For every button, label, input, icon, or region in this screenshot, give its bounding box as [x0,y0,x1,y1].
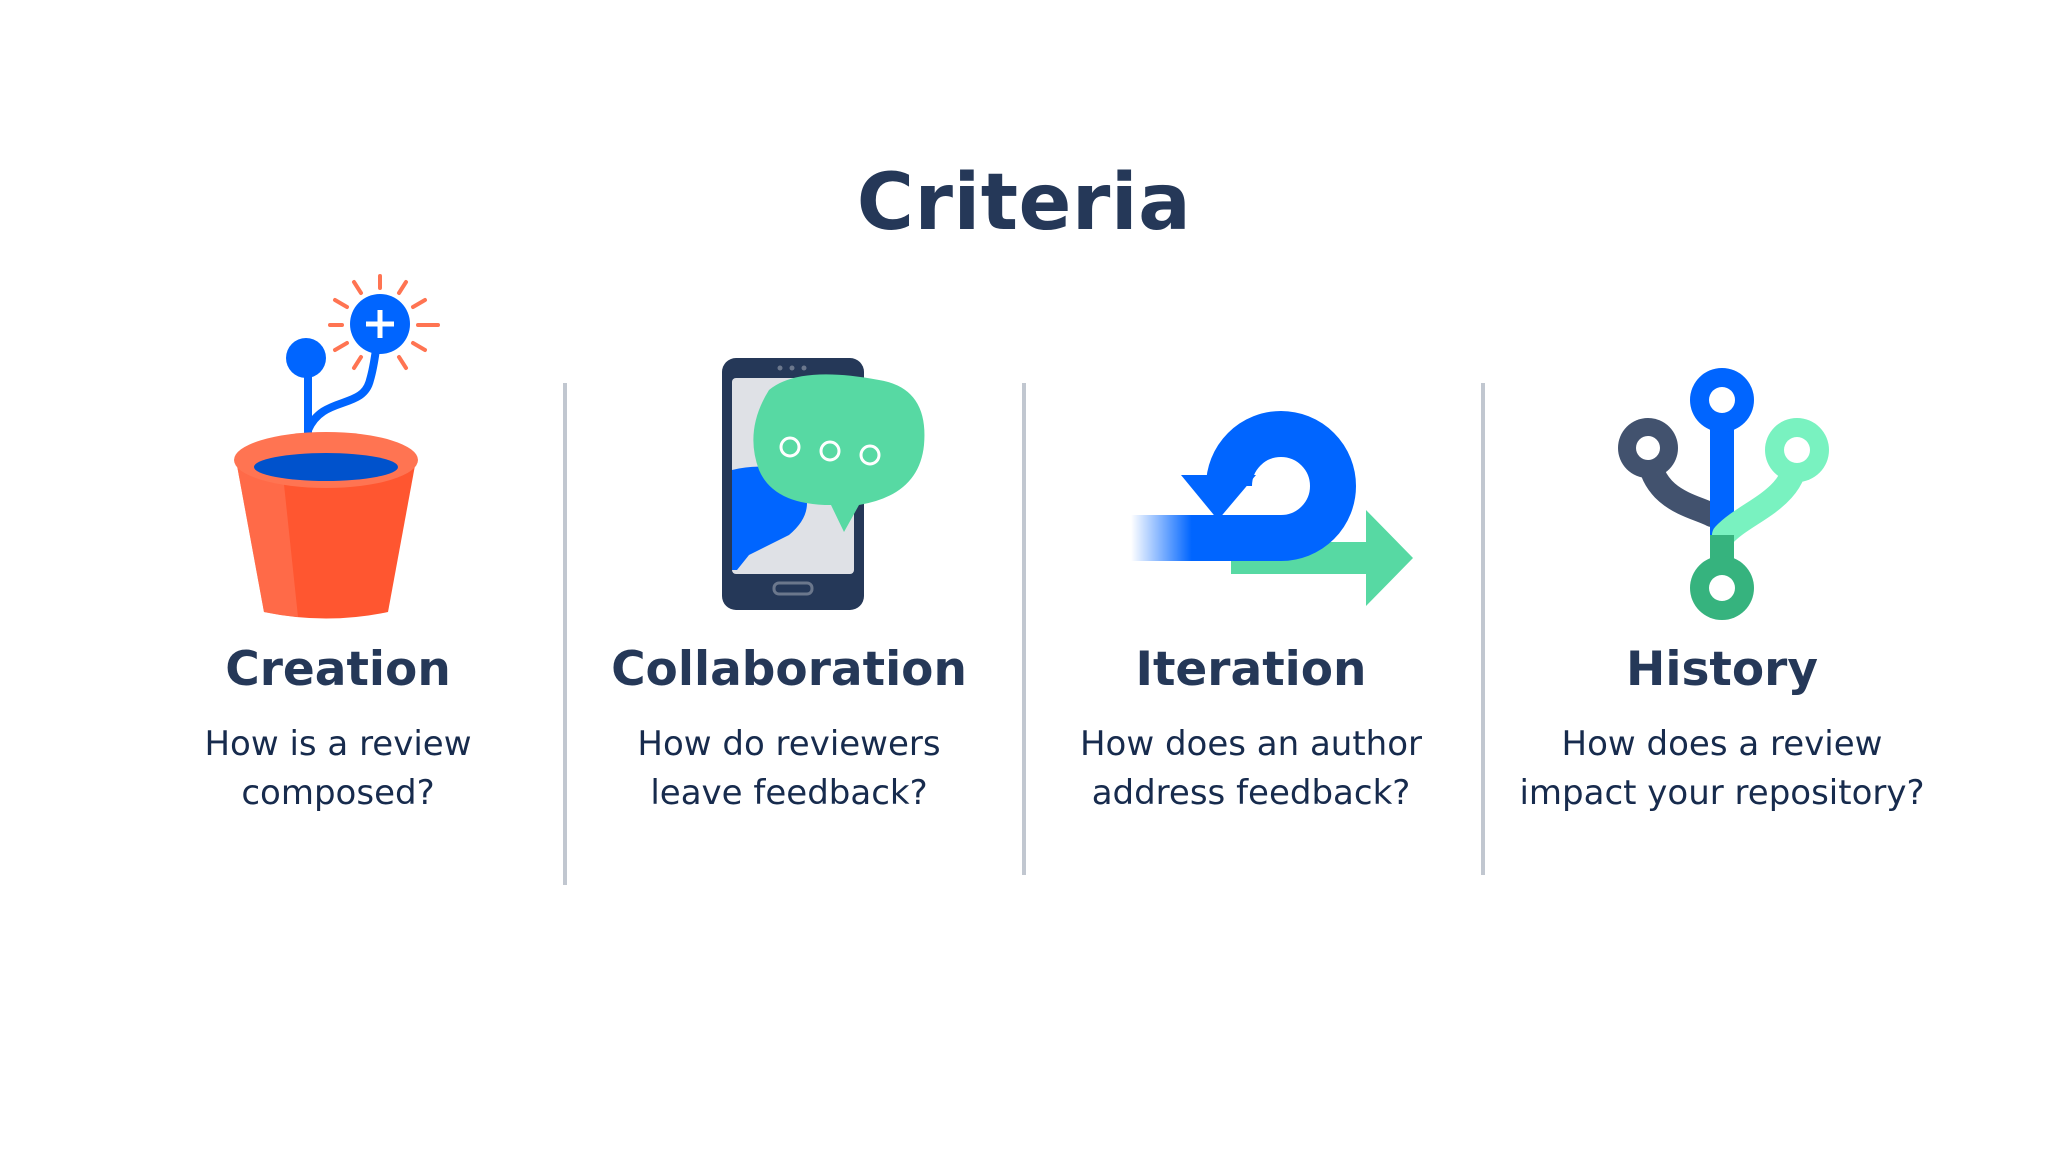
criterion-heading: History [1626,642,1818,697]
criterion-description: How is a review composed? [108,720,568,818]
branch-merge-icon [1618,368,1829,620]
phone-chat-bubble-icon [722,358,925,610]
description-line-2: impact your repository? [1519,773,1925,813]
plant-pot-plus-icon [234,274,440,619]
column-divider [1481,383,1485,875]
criterion-creation: Creation How is a review composed? [108,270,568,890]
description-line-1: How does an author [1079,724,1423,764]
loop-arrow-icon [1131,411,1413,606]
page-title: Criteria [856,158,1192,248]
criterion-heading: Creation [225,642,451,697]
description-line-1: How is a review [204,724,472,764]
criterion-heading: Iteration [1135,642,1367,697]
criterion-iteration: Iteration How does an author address fee… [1021,270,1481,890]
criterion-description: How does a review impact your repository… [1492,720,1952,818]
criterion-heading: Collaboration [611,642,967,697]
description-line-1: How does a review [1561,724,1883,764]
criterion-description: How do reviewers leave feedback? [559,720,1019,818]
column-divider [1022,383,1026,875]
criterion-description: How does an author address feedback? [1021,720,1481,818]
criterion-history: History How does a review impact your re… [1492,270,1952,890]
description-line-2: composed? [241,773,435,813]
description-line-1: How do reviewers [637,724,941,764]
criterion-collaboration: Collaboration How do reviewers leave fee… [559,270,1019,890]
description-line-2: address feedback? [1091,773,1411,813]
description-line-2: leave feedback? [650,773,928,813]
column-divider [563,383,567,885]
